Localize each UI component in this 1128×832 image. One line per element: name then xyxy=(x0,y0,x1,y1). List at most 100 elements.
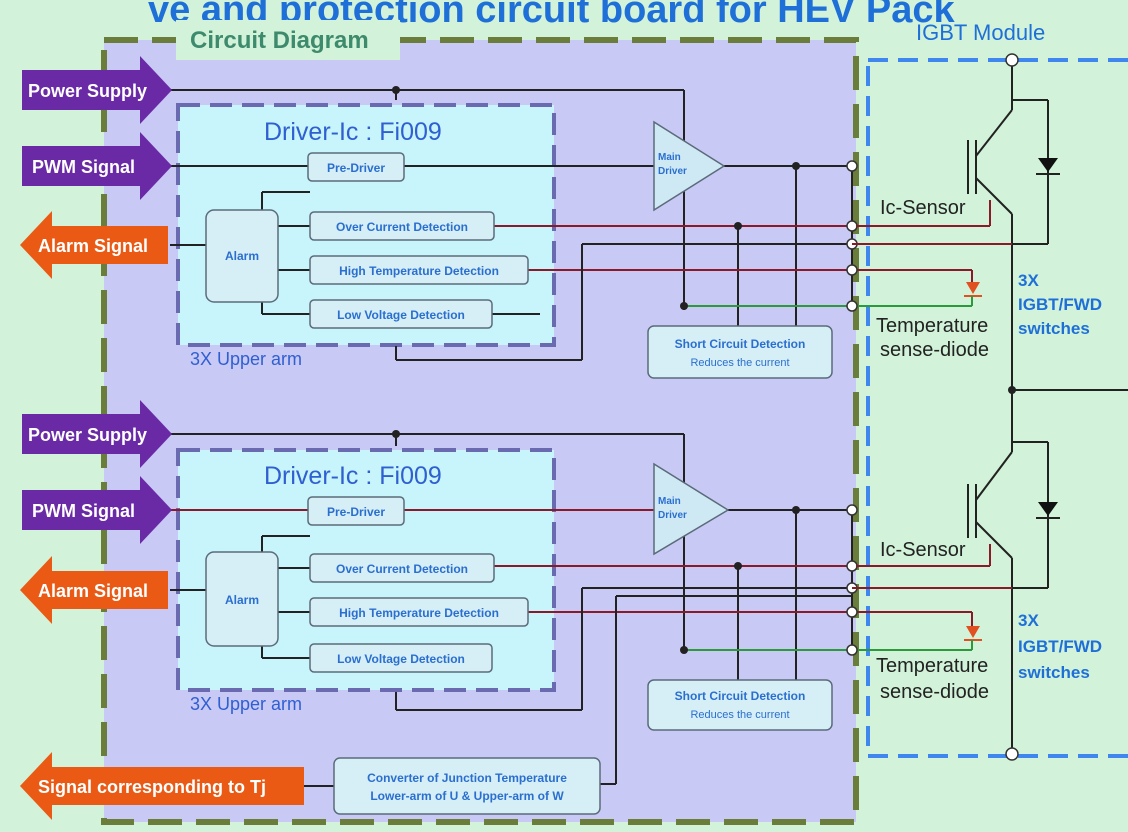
temp-diode-icon xyxy=(966,282,980,294)
junction-temperature-block: Converter of Junction Temperature Lower-… xyxy=(20,752,616,820)
section-circuit-diagram: Circuit Diagram xyxy=(190,27,369,54)
short-circuit-label: Short Circuit Detection xyxy=(675,337,806,351)
pre-driver-label: Pre-Driver xyxy=(327,505,385,519)
short-circuit-sublabel: Reduces the current xyxy=(690,357,789,369)
alarm-label: Alarm xyxy=(225,593,259,607)
junction xyxy=(680,302,688,310)
pre-driver-block xyxy=(307,152,405,182)
power-supply-label: Power Supply xyxy=(28,81,147,101)
high-temp-label: High Temperature Detection xyxy=(339,264,499,278)
arm-label: 3X Upper arm xyxy=(190,349,302,369)
igbt-module-region xyxy=(866,58,1128,758)
low-voltage-label: Low Voltage Detection xyxy=(337,308,465,322)
over-current-label: Over Current Detection xyxy=(336,220,468,234)
pre-driver-label: Pre-Driver xyxy=(327,161,385,175)
terminal-node xyxy=(846,160,858,172)
junction xyxy=(392,86,400,94)
pre-driver-block xyxy=(307,496,405,526)
switches-label-2: IGBT/FWD xyxy=(1018,295,1102,314)
junction xyxy=(680,646,688,654)
alarm-signal-label: Alarm Signal xyxy=(38,581,148,601)
temp-diode-icon xyxy=(966,626,980,638)
junction xyxy=(792,162,800,170)
switches-label-1: 3X xyxy=(1018,271,1039,290)
switches-label-1: 3X xyxy=(1018,611,1039,630)
igbt-emitter xyxy=(975,521,1013,559)
tj-signal-label: Signal corresponding to Tj xyxy=(38,777,266,797)
junction xyxy=(734,562,742,570)
arm-label: 3X Upper arm xyxy=(190,694,302,714)
alarm-block xyxy=(205,209,279,303)
alarm-label: Alarm xyxy=(225,249,259,263)
pwm-signal-arrow xyxy=(22,132,172,200)
ic-sensor-label: Ic-Sensor xyxy=(880,197,966,219)
terminal-node xyxy=(846,644,858,656)
temp-diode-label-2: sense-diode xyxy=(880,681,989,703)
lower-driver-block: Driver-Ic : Fi009 3X Upper arm Pre-Drive… xyxy=(20,390,1102,784)
igbt-collector xyxy=(975,451,1013,501)
switches-label-3: switches xyxy=(1018,663,1090,682)
over-current-block xyxy=(309,553,495,583)
main-driver-label-2: Driver xyxy=(658,166,687,177)
short-circuit-block xyxy=(647,679,833,731)
main-driver-amplifier xyxy=(653,120,726,212)
high-temp-block xyxy=(309,255,529,285)
module-terminal-bottom xyxy=(1005,747,1019,761)
pwm-signal-label: PWM Signal xyxy=(32,501,135,521)
temp-diode-label-1: Temperature xyxy=(876,655,988,677)
junction xyxy=(392,430,400,438)
converter-label-2: Lower-arm of U & Upper-arm of W xyxy=(370,789,564,803)
over-current-label: Over Current Detection xyxy=(336,562,468,576)
pwm-signal-arrow xyxy=(22,476,172,544)
short-circuit-label: Short Circuit Detection xyxy=(675,689,806,703)
main-driver-label-1: Main xyxy=(658,496,681,507)
igbt-emitter xyxy=(975,177,1013,215)
main-driver-amplifier xyxy=(653,462,730,556)
main-driver-label-2: Driver xyxy=(658,510,687,521)
upper-driver-block: Driver-Ic : Fi009 3X Upper arm Pre-Drive xyxy=(20,53,1128,394)
driver-ic-title: Driver-Ic : Fi009 xyxy=(264,118,442,146)
terminal-node xyxy=(846,606,858,618)
tj-signal-arrow xyxy=(20,752,304,820)
alarm-signal-label: Alarm Signal xyxy=(38,236,148,256)
terminal-node xyxy=(846,560,858,572)
section-igbt-module: IGBT Module xyxy=(916,20,1045,45)
short-circuit-block xyxy=(647,325,833,379)
power-supply-arrow xyxy=(22,56,172,124)
main-driver-label-1: Main xyxy=(658,152,681,163)
temp-diode-label-1: Temperature xyxy=(876,315,988,337)
igbt-collector xyxy=(975,109,1013,157)
junction xyxy=(734,222,742,230)
power-supply-label: Power Supply xyxy=(28,425,147,445)
temp-diode-label-2: sense-diode xyxy=(880,339,989,361)
over-current-block xyxy=(309,211,495,241)
module-terminal-top xyxy=(1005,53,1019,67)
driver-ic-title: Driver-Ic : Fi009 xyxy=(264,462,442,490)
alarm-signal-arrow xyxy=(20,556,168,624)
switches-label-2: IGBT/FWD xyxy=(1018,637,1102,656)
ic-sensor-label: Ic-Sensor xyxy=(880,539,966,561)
fwd-diode-icon xyxy=(1038,158,1058,172)
high-temp-block xyxy=(309,597,529,627)
power-supply-arrow xyxy=(22,400,172,468)
section-label-bg xyxy=(176,20,400,60)
pwm-signal-label: PWM Signal xyxy=(32,157,135,177)
short-circuit-sublabel: Reduces the current xyxy=(690,709,789,721)
junction xyxy=(792,506,800,514)
converter-block xyxy=(333,757,601,815)
alarm-block xyxy=(205,551,279,647)
alarm-signal-arrow xyxy=(20,211,168,279)
terminal-node xyxy=(846,300,858,312)
low-voltage-block xyxy=(309,299,493,329)
converter-label-1: Converter of Junction Temperature xyxy=(367,771,567,785)
high-temp-label: High Temperature Detection xyxy=(339,606,499,620)
terminal-node xyxy=(846,220,858,232)
terminal-node xyxy=(846,264,858,276)
low-voltage-block xyxy=(309,643,493,673)
fwd-diode-icon xyxy=(1038,502,1058,516)
low-voltage-label: Low Voltage Detection xyxy=(337,652,465,666)
switches-label-3: switches xyxy=(1018,319,1090,338)
terminal-node xyxy=(846,504,858,516)
